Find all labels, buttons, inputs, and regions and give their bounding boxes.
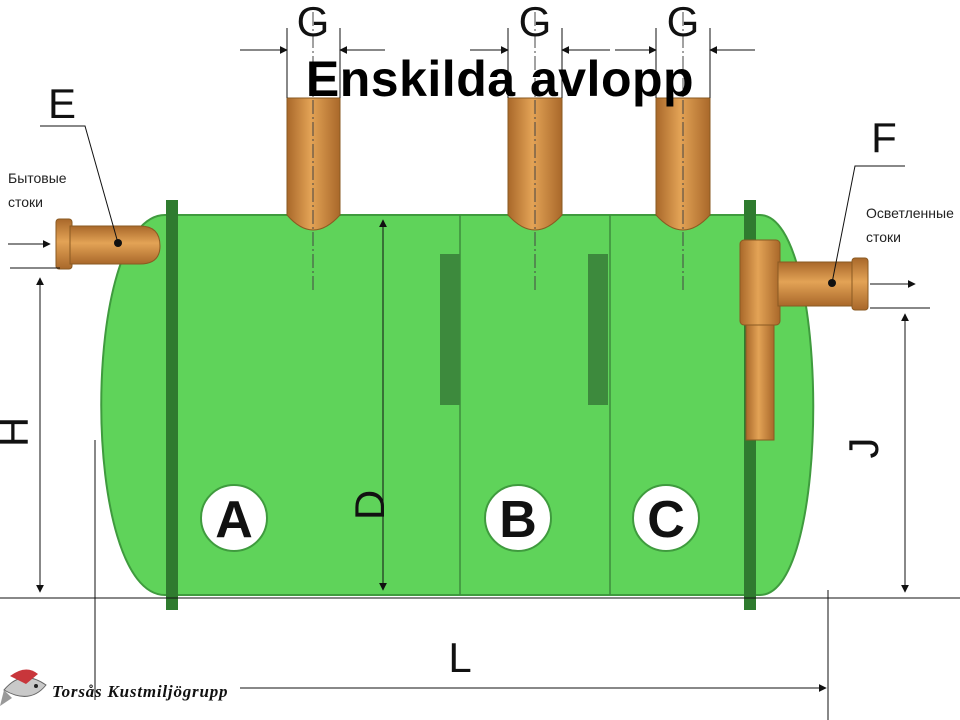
e-leader: [40, 125, 119, 244]
d-label: D: [346, 490, 393, 520]
e-label: E: [48, 80, 76, 127]
riser-1: [286, 97, 341, 231]
j-label: J: [840, 438, 887, 459]
h-dimension: [10, 267, 60, 593]
riser-2: [507, 97, 563, 231]
riser-3: [655, 97, 711, 231]
l-label: L: [448, 634, 471, 681]
g-label-2: G: [519, 0, 552, 45]
inlet-pipe: [55, 218, 161, 270]
chamber-c-label: C: [647, 491, 685, 549]
chamber-a-marker: [200, 484, 268, 552]
flange-left: [166, 200, 178, 610]
brand-name: Torsås Kustmiljögrupp: [52, 682, 229, 701]
chamber-c-marker: [632, 484, 700, 552]
outlet-label-line2: стоки: [866, 229, 901, 245]
g-label-3: G: [667, 0, 700, 45]
page-title: Enskilda avlopp: [305, 51, 695, 107]
f-label: F: [871, 114, 897, 161]
outlet-pipe: [739, 239, 869, 441]
riser-centerlines: [312, 12, 684, 290]
baffle-left: [440, 254, 460, 405]
h-label: H: [0, 417, 37, 447]
chamber-b-marker: [484, 484, 552, 552]
inlet-label-line1: Бытовые: [8, 170, 67, 186]
l-dimension: [0, 440, 960, 720]
j-dimension: [870, 307, 930, 593]
fish-logo-icon: [0, 669, 47, 706]
f-leader: [831, 165, 905, 284]
baffle-right: [588, 254, 608, 405]
g-dimension-lines: [240, 28, 755, 98]
g-label-1: G: [297, 0, 330, 45]
outlet-label-line1: Осветленные: [866, 205, 954, 221]
chamber-b-label: B: [499, 491, 537, 549]
chamber-a-label: A: [215, 491, 253, 549]
inlet-label-line2: стоки: [8, 194, 43, 210]
